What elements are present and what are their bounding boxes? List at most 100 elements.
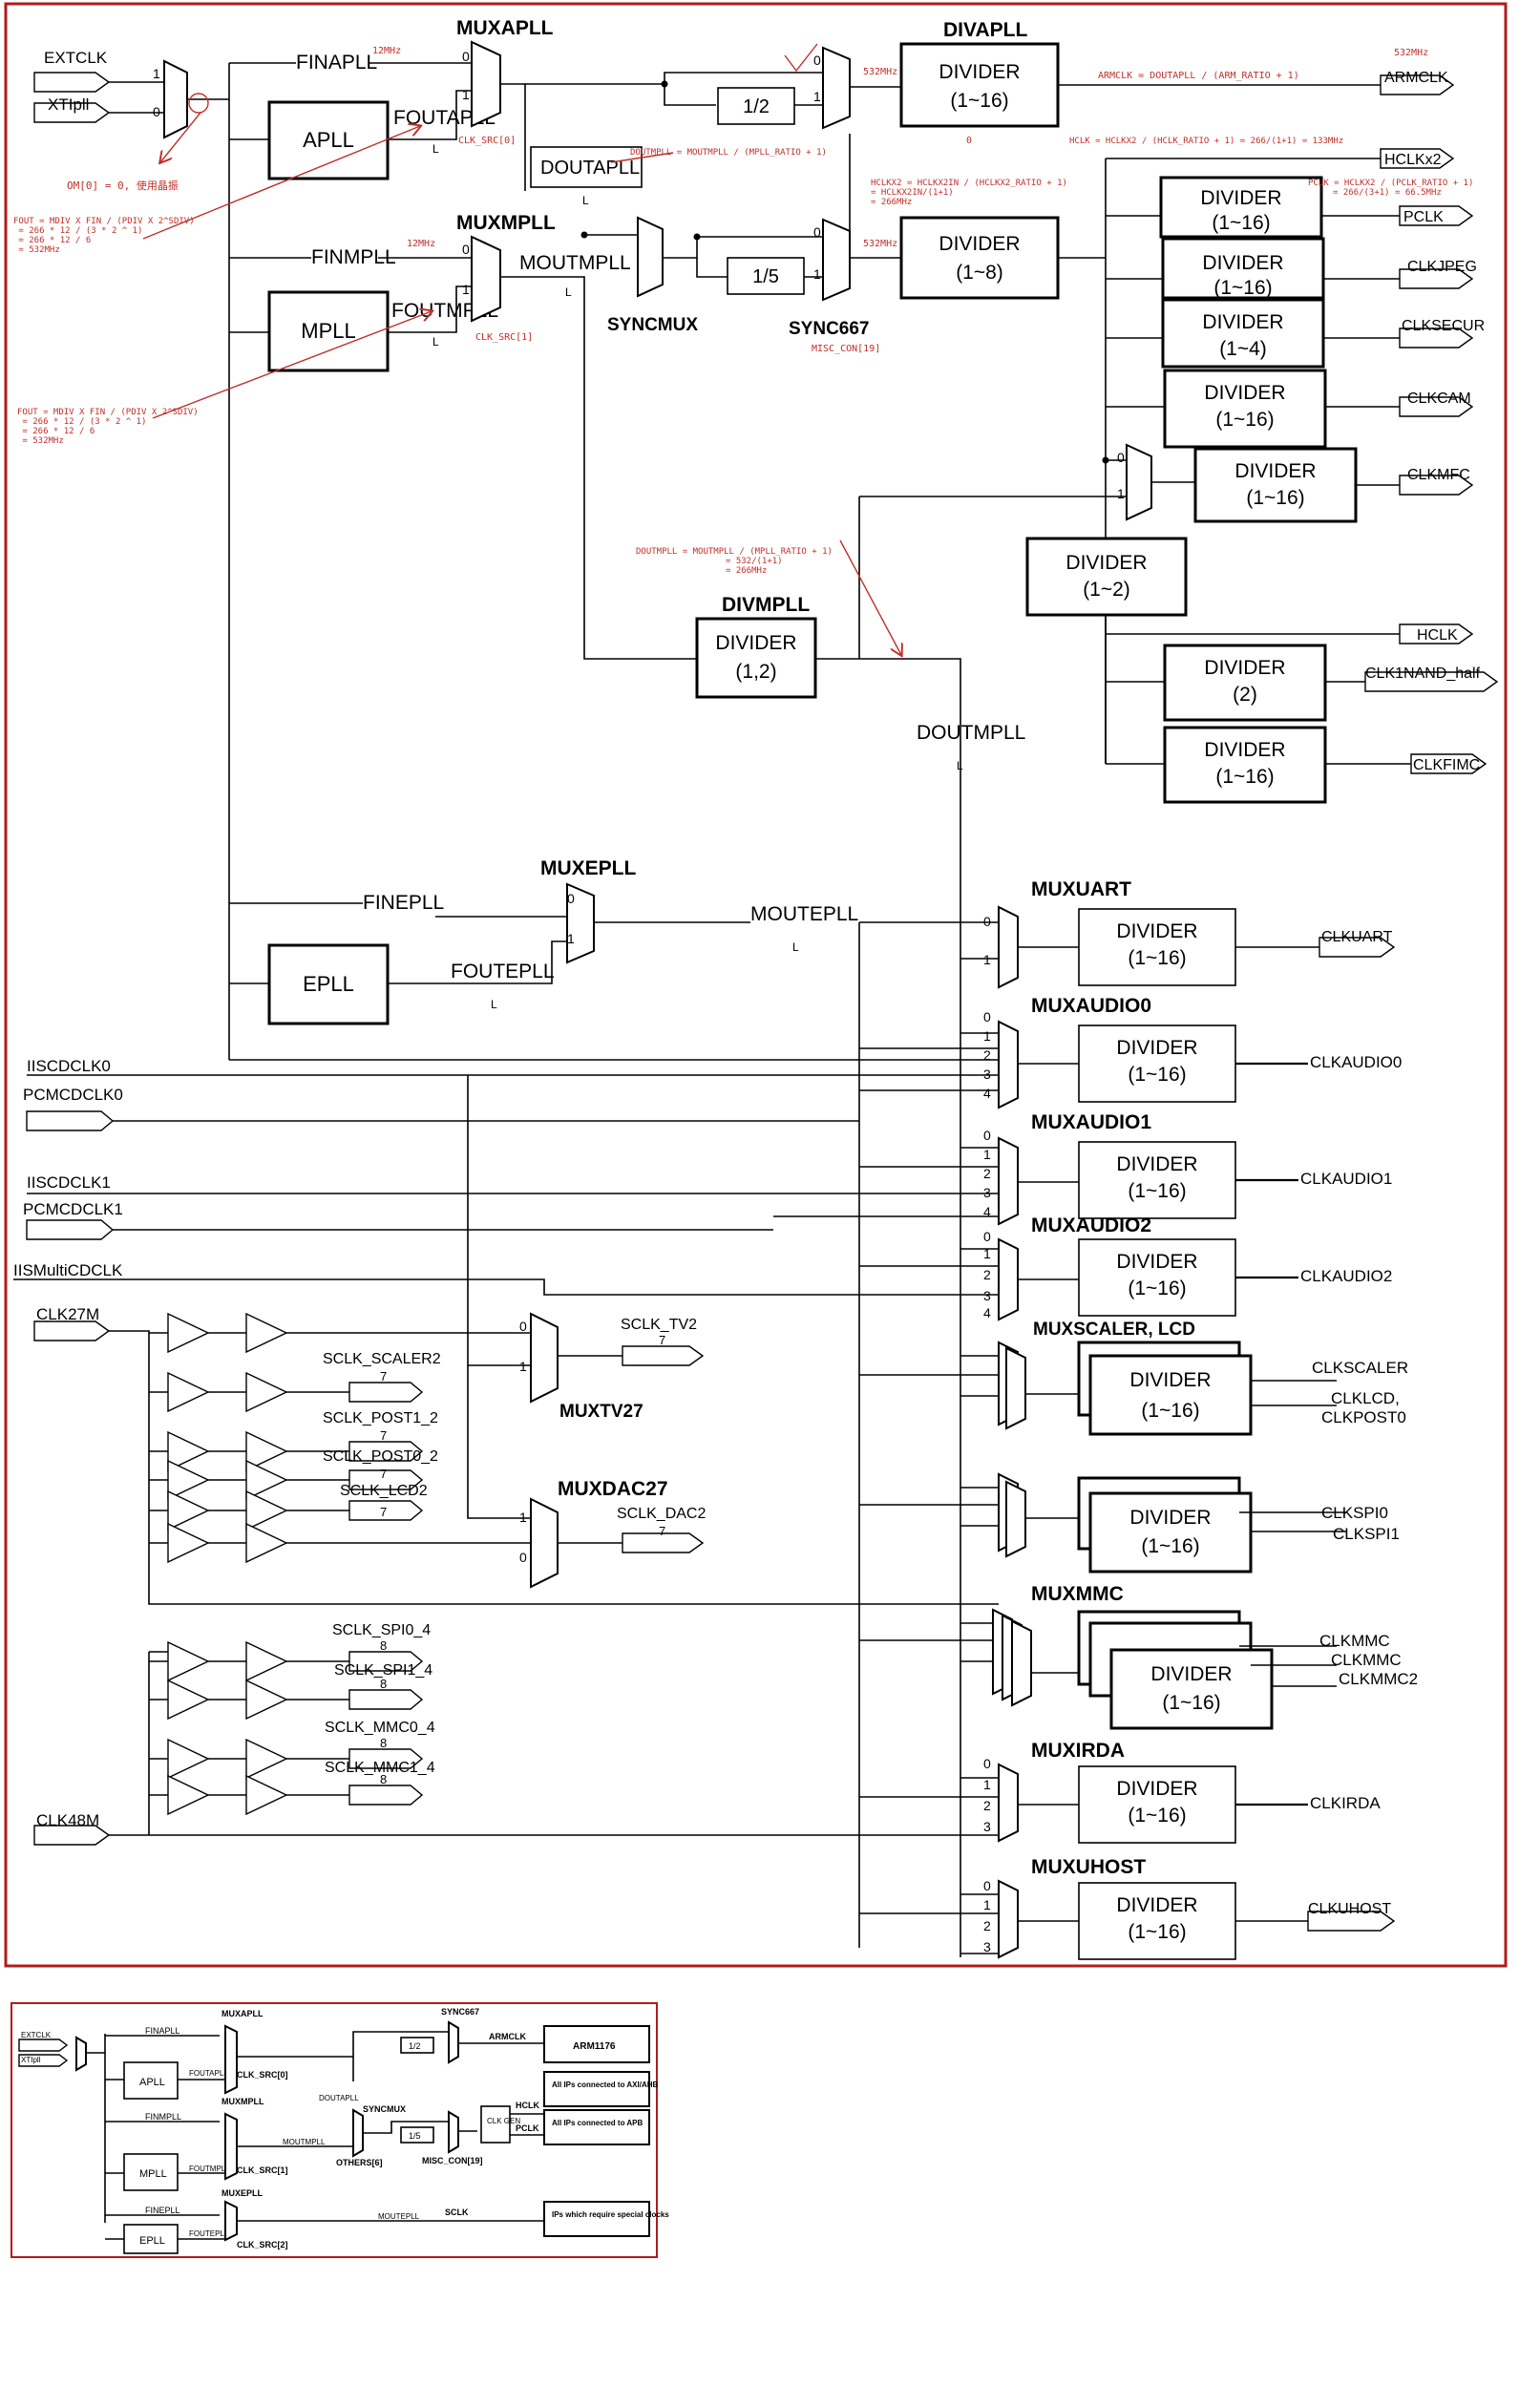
div-scaler: DIVIDER (1~16) xyxy=(1088,1354,1253,1436)
svg-text:(1~16): (1~16) xyxy=(1128,1180,1186,1202)
svg-text:532MHz: 532MHz xyxy=(863,239,897,249)
svg-text:EXTCLK: EXTCLK xyxy=(44,49,108,67)
svg-text:3: 3 xyxy=(983,1067,991,1082)
svg-text:OTHERS[6]: OTHERS[6] xyxy=(336,2158,383,2167)
svg-text:3: 3 xyxy=(983,1288,991,1303)
output-pad-clkfimc: CLKFIMC xyxy=(1410,753,1487,774)
svg-text:FOUTMPLL: FOUTMPLL xyxy=(189,2165,230,2173)
half-divider xyxy=(717,87,795,125)
svg-text:4: 4 xyxy=(983,1086,991,1101)
svg-text:MUXEPLL: MUXEPLL xyxy=(222,2188,264,2198)
svg-text:2: 2 xyxy=(983,1047,991,1063)
svg-text:DIVIDER: DIVIDER xyxy=(1065,552,1147,574)
svg-text:EPLL: EPLL xyxy=(303,972,354,996)
svg-text:MPLL: MPLL xyxy=(301,319,355,343)
svg-text:2: 2 xyxy=(983,1918,991,1933)
svg-text:(1~16): (1~16) xyxy=(950,90,1008,112)
svg-text:IISMultiCDCLK: IISMultiCDCLK xyxy=(13,1261,123,1279)
svg-text:1: 1 xyxy=(983,1028,991,1044)
dout-apll-box xyxy=(530,146,643,188)
svg-text:CLK_SRC[1]: CLK_SRC[1] xyxy=(475,332,533,343)
output-pad-clkuhost: CLKUHOST xyxy=(1307,1901,1396,1932)
svg-text:L: L xyxy=(792,940,799,954)
syncmux xyxy=(637,216,664,298)
svg-text:SYNC667: SYNC667 xyxy=(789,319,870,339)
svg-text:CLKMMC2: CLKMMC2 xyxy=(1339,1670,1418,1688)
svg-text:DIVIDER: DIVIDER xyxy=(1150,1663,1232,1685)
svg-text:EPLL: EPLL xyxy=(139,2235,165,2247)
svg-text:1: 1 xyxy=(567,931,575,946)
mux-irda xyxy=(998,1763,1019,1843)
svg-text:(1~16): (1~16) xyxy=(1128,1278,1186,1299)
svg-text:XTIpll: XTIpll xyxy=(48,95,89,114)
svg-text:1: 1 xyxy=(983,1777,991,1792)
svg-text:0: 0 xyxy=(519,1319,527,1334)
svg-text:0: 0 xyxy=(567,891,575,906)
svg-text:CLKSPI0: CLKSPI0 xyxy=(1321,1504,1388,1522)
svg-text:CLKMMC: CLKMMC xyxy=(1331,1651,1402,1669)
svg-text:FOUTAPLL: FOUTAPLL xyxy=(189,2069,228,2078)
svg-text:FOUTEPLL: FOUTEPLL xyxy=(189,2229,229,2238)
diagram-frame xyxy=(4,2,1508,1968)
sclk-spi1: SCLK_SPI1_4 8 xyxy=(334,1662,432,1710)
svg-text:MISC_CON[19]: MISC_CON[19] xyxy=(422,2156,483,2165)
svg-text:DOUTMPLL = MOUTMPLL / (MPLL_RA: DOUTMPLL = MOUTMPLL / (MPLL_RATIO + 1) xyxy=(630,148,827,158)
svg-text:SCLK_LCD2: SCLK_LCD2 xyxy=(340,1483,428,1499)
svg-text:0: 0 xyxy=(462,49,470,64)
svg-text:L: L xyxy=(491,998,497,1011)
svg-text:7: 7 xyxy=(659,1333,665,1347)
svg-text:CLK_SRC[0]: CLK_SRC[0] xyxy=(237,2070,288,2080)
div-jpeg: DIVIDER (1~16) xyxy=(1161,237,1325,300)
div-secur: DIVIDER (1~4) xyxy=(1161,298,1325,369)
svg-text:SCLK: SCLK xyxy=(445,2207,469,2217)
svg-text:CLKUHOST: CLKUHOST xyxy=(1308,1901,1391,1917)
sync-mux-apll xyxy=(822,46,851,130)
sclk-mmc1: SCLK_MMC1_4 8 xyxy=(325,1760,435,1806)
svg-text:1: 1 xyxy=(813,266,821,282)
svg-text:L: L xyxy=(432,142,439,156)
div-hclk: DIVIDER (1~2) xyxy=(1025,537,1188,617)
output-pad-clkuart: CLKUART xyxy=(1319,929,1396,958)
input-pad-xtipll: XTIpll xyxy=(33,95,111,123)
buffer-array-27m xyxy=(167,1312,288,1564)
svg-text:CLK_SRC[1]: CLK_SRC[1] xyxy=(237,2165,288,2175)
svg-text:MOUTMPLL: MOUTMPLL xyxy=(283,2138,326,2146)
svg-text:(1~16): (1~16) xyxy=(1128,947,1186,969)
svg-text:HCLKx2: HCLKx2 xyxy=(1384,152,1442,168)
sclk-tv2: SCLK_TV2 7 xyxy=(621,1317,705,1366)
svg-text:CLKLCD,: CLKLCD, xyxy=(1331,1389,1400,1407)
svg-text:(1~16): (1~16) xyxy=(1162,1692,1220,1714)
svg-text:1: 1 xyxy=(462,87,470,102)
svg-text:SCLK_POST1_2: SCLK_POST1_2 xyxy=(323,1410,438,1426)
svg-text:0: 0 xyxy=(983,1229,991,1244)
svg-text:CLKUART: CLKUART xyxy=(1321,929,1393,945)
svg-text:(1~16): (1~16) xyxy=(1128,1921,1186,1943)
mux-audio2 xyxy=(998,1237,1019,1321)
svg-text:DIVIDER: DIVIDER xyxy=(1116,920,1197,942)
svg-text:(1~16): (1~16) xyxy=(1212,212,1270,234)
svg-text:CLK_SRC[0]: CLK_SRC[0] xyxy=(458,136,516,146)
svg-text:0: 0 xyxy=(153,104,160,119)
svg-text:DIVIDER: DIVIDER xyxy=(1116,1894,1197,1916)
epll-block xyxy=(267,943,390,1025)
svg-text:DOUTAPLL: DOUTAPLL xyxy=(319,2094,359,2102)
svg-text:7: 7 xyxy=(380,1428,387,1443)
svg-text:IISCDCLK0: IISCDCLK0 xyxy=(27,1057,111,1075)
svg-text:DIVIDER: DIVIDER xyxy=(1204,657,1285,679)
svg-text:HCLK: HCLK xyxy=(1417,627,1458,644)
svg-text:MUXUHOST: MUXUHOST xyxy=(1031,1856,1146,1878)
svg-text:CLKAUDIO2: CLKAUDIO2 xyxy=(1300,1267,1392,1285)
mux-mpll xyxy=(471,235,501,323)
svg-text:CLKMFC: CLKMFC xyxy=(1407,467,1470,483)
svg-text:OM[0] = 0, 使用晶振: OM[0] = 0, 使用晶振 xyxy=(67,179,179,192)
output-pad-clksecur: CLKSECUR xyxy=(1399,318,1485,349)
svg-text:532MHz: 532MHz xyxy=(863,67,897,77)
svg-text:ARMCLK = DOUTAPLL / (ARM_RATIO: ARMCLK = DOUTAPLL / (ARM_RATIO + 1) xyxy=(1098,71,1299,81)
svg-text:0: 0 xyxy=(462,242,470,257)
sclk-lcd2: SCLK_LCD2 7 xyxy=(340,1483,428,1521)
svg-text:XTIpll: XTIpll xyxy=(21,2056,41,2064)
svg-text:7: 7 xyxy=(380,1369,387,1384)
sclk-dac2: SCLK_DAC2 7 xyxy=(617,1506,706,1553)
svg-text:CLKAUDIO0: CLKAUDIO0 xyxy=(1310,1053,1402,1071)
